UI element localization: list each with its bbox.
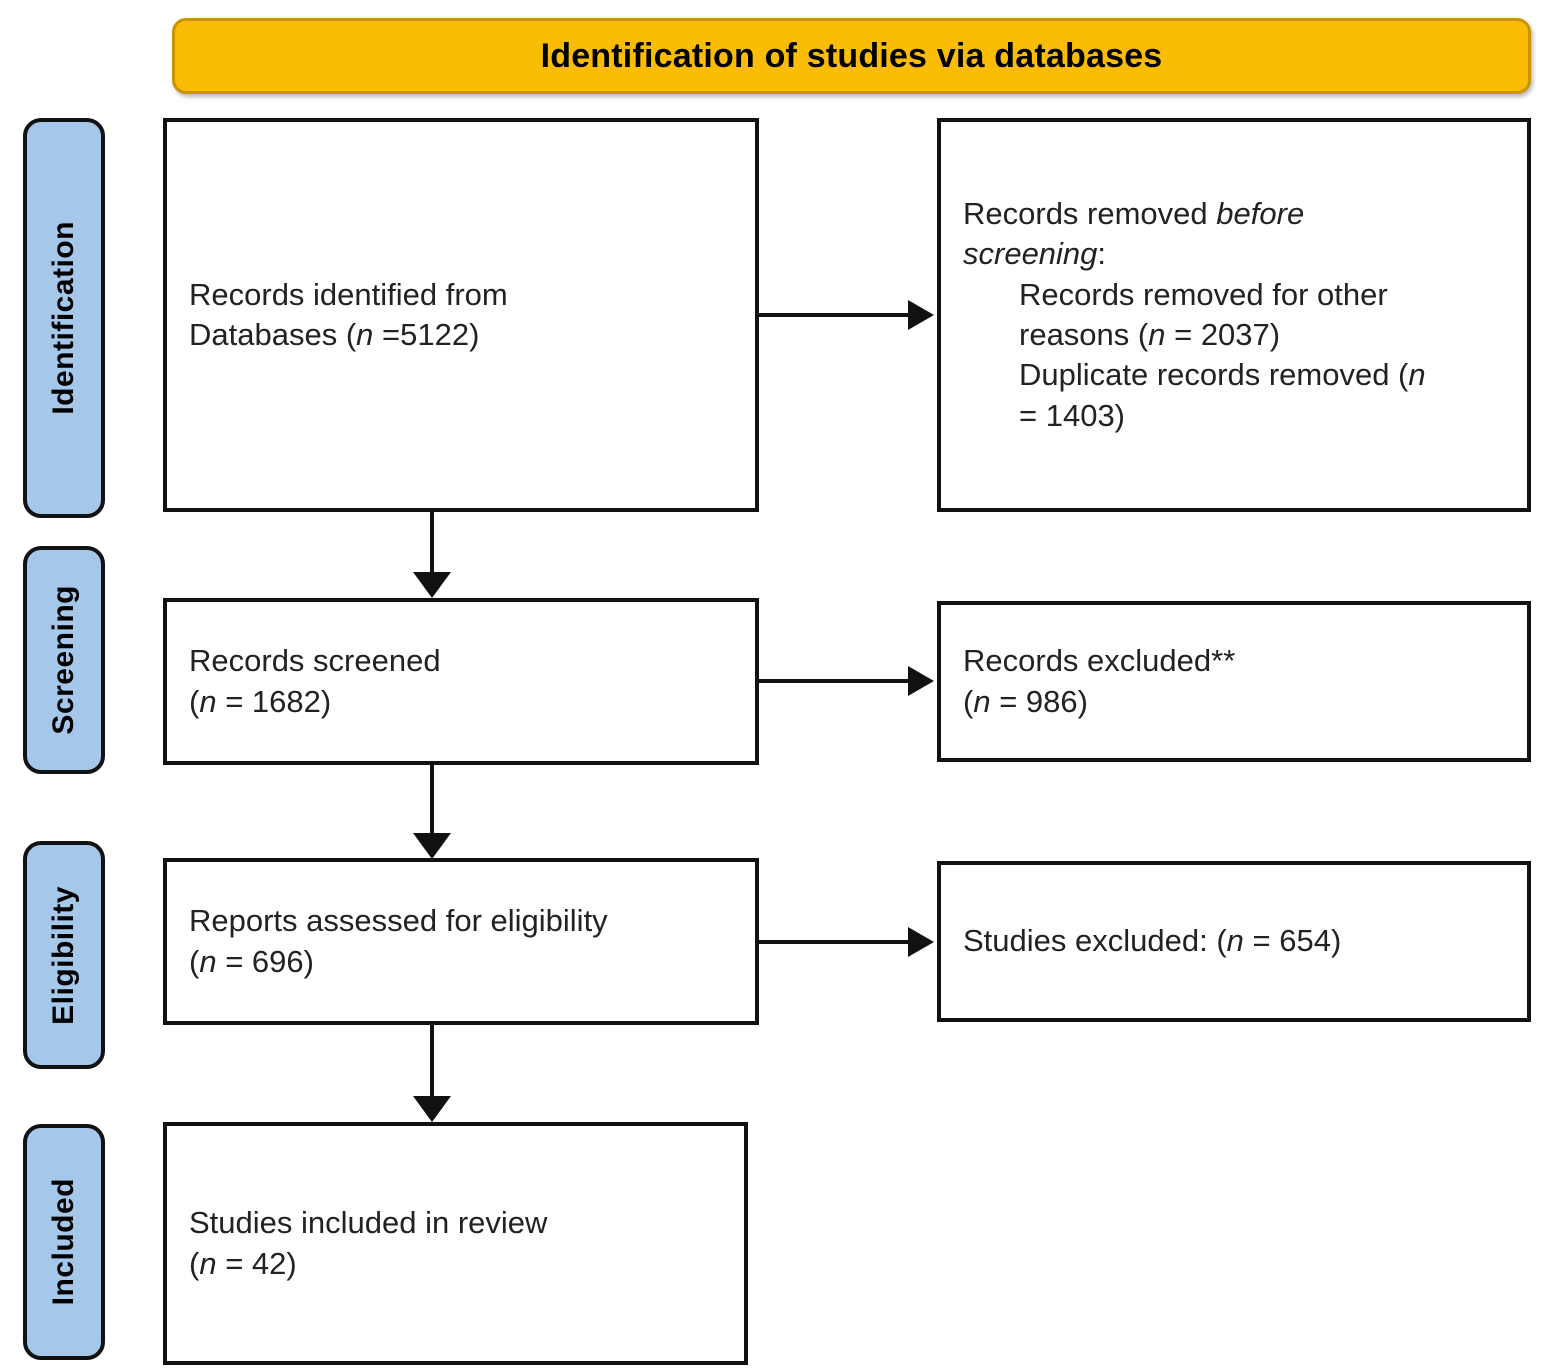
stage-label-identification: Identification	[47, 221, 80, 415]
box-studies-excluded-text: Studies excluded: (n = 654)	[963, 921, 1505, 961]
box-records-excluded: Records excluded** (n = 986)	[937, 601, 1531, 762]
connector-screened-to-eligible	[430, 765, 434, 835]
box-records-screened-text: Records screened (n = 1682)	[189, 641, 733, 722]
text-line: (n = 42)	[189, 1245, 297, 1281]
text-line-indent: Duplicate records removed (n	[1019, 357, 1426, 393]
stage-pill-eligibility: Eligibility	[23, 841, 105, 1069]
text-line: (n = 986)	[963, 683, 1088, 719]
arrow-right-icon	[908, 300, 934, 330]
box-records-screened: Records screened (n = 1682)	[163, 598, 759, 765]
text-line: Records excluded**	[963, 643, 1236, 679]
banner-identification-via-databases: Identification of studies via databases	[172, 18, 1531, 94]
box-studies-included-text: Studies included in review (n = 42)	[189, 1203, 722, 1284]
text-line-indent: = 1403)	[1019, 397, 1126, 433]
arrow-down-icon	[413, 1096, 451, 1122]
connector-eligible-to-included	[430, 1025, 434, 1098]
text-line: screening:	[963, 236, 1107, 272]
text-line-indent: Records removed for other	[1019, 276, 1388, 312]
connector-identified-to-removed	[759, 313, 911, 317]
stage-pill-included: Included	[23, 1124, 105, 1360]
text-line: Studies included in review	[189, 1205, 548, 1241]
stage-label-included: Included	[47, 1178, 80, 1306]
connector-screened-to-excluded	[759, 679, 911, 683]
box-reports-assessed-text: Reports assessed for eligibility (n = 69…	[189, 901, 733, 982]
text-line: (n = 696)	[189, 943, 314, 979]
box-records-removed-before-screening: Records removed before screening: Record…	[937, 118, 1531, 512]
text-line: Studies excluded: (n = 654)	[963, 923, 1342, 959]
text-line: Records identified from	[189, 276, 508, 312]
box-records-excluded-text: Records excluded** (n = 986)	[963, 641, 1505, 722]
arrow-right-icon	[908, 927, 934, 957]
connector-eligible-to-studies-excluded	[759, 940, 911, 944]
box-reports-assessed-for-eligibility: Reports assessed for eligibility (n = 69…	[163, 858, 759, 1025]
text-line: Databases (n =5122)	[189, 317, 480, 352]
text-line: Records screened	[189, 643, 441, 679]
box-studies-excluded: Studies excluded: (n = 654)	[937, 861, 1531, 1022]
connector-identified-to-screened	[430, 512, 434, 574]
stage-label-eligibility: Eligibility	[47, 885, 80, 1025]
arrow-down-icon	[413, 572, 451, 598]
box-studies-included-in-review: Studies included in review (n = 42)	[163, 1122, 748, 1365]
text-line: (n = 1682)	[189, 683, 332, 719]
stage-pill-identification: Identification	[23, 118, 105, 518]
arrow-down-icon	[413, 833, 451, 859]
box-records-removed-text: Records removed before screening: Record…	[963, 194, 1505, 436]
stage-pill-screening: Screening	[23, 546, 105, 774]
box-records-identified: Records identified from Databases (n =51…	[163, 118, 759, 512]
stage-label-screening: Screening	[47, 585, 80, 735]
box-records-identified-text: Records identified from Databases (n =51…	[189, 275, 733, 356]
banner-title: Identification of studies via databases	[540, 36, 1163, 75]
text-line: Records removed before	[963, 196, 1305, 232]
text-line: Reports assessed for eligibility	[189, 903, 608, 939]
arrow-right-icon	[908, 666, 934, 696]
text-line-indent: reasons (n = 2037)	[1019, 317, 1281, 352]
